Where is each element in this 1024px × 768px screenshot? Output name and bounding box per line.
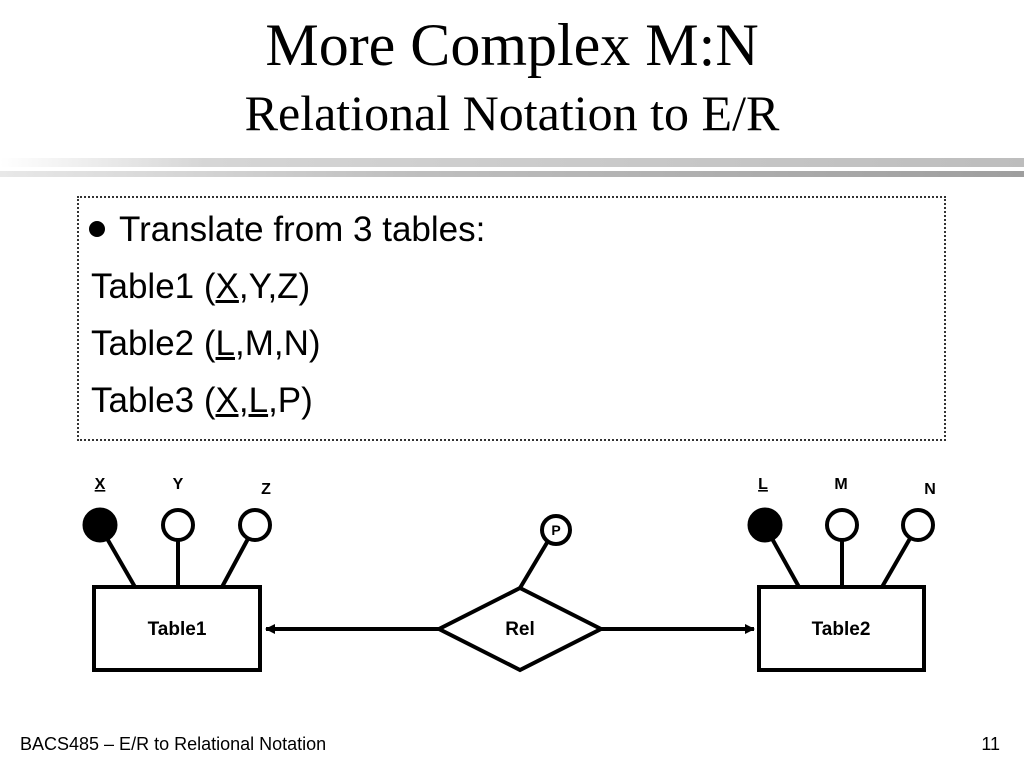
table2-rest: ,M,N) — [235, 324, 321, 363]
slide-title-line2: Relational Notation to E/R — [244, 85, 780, 141]
table1-name: Table1 — [91, 267, 195, 306]
table1-key: X — [215, 267, 239, 306]
attr-z-label: Z — [261, 481, 271, 498]
entity-table2-label: Table2 — [812, 619, 871, 640]
attr-n-connector — [880, 534, 914, 588]
attr-z-circle — [238, 508, 272, 542]
bullet-text: Translate from 3 tables: — [119, 210, 486, 249]
attr-l-label: L — [758, 476, 768, 493]
footer-course-label: BACS485 – E/R to Relational Notation — [20, 734, 327, 754]
attr-y-label: Y — [173, 476, 184, 493]
table2-definition: Table2 (L,M,N) — [91, 324, 321, 364]
attr-x-key-circle — [82, 507, 118, 543]
content-box: Translate from 3 tables: Table1 (X,Y,Z) … — [77, 196, 946, 441]
table3-definition: Table3 (X,L,P) — [91, 381, 313, 421]
relationship-diamond — [434, 585, 606, 673]
attr-p-connector — [518, 539, 550, 590]
table3-rest: ,P) — [268, 381, 313, 420]
entity-table1 — [92, 585, 262, 672]
table3-open: ( — [194, 381, 216, 420]
table3-name: Table3 — [91, 381, 195, 420]
table1-definition: Table1 (X,Y,Z) — [91, 267, 310, 307]
bullet-dot-icon — [89, 220, 105, 237]
slide-title-line1: More Complex M:N — [265, 12, 759, 78]
table3-key: X,L — [215, 381, 269, 420]
title-rule-top — [0, 158, 1024, 167]
footer-page-number: 11 — [981, 734, 1000, 754]
title-rule-bottom — [0, 171, 1024, 177]
attr-x-connector — [103, 534, 137, 588]
attr-x-label: X — [95, 476, 106, 493]
entity-table2 — [757, 585, 926, 672]
entity-table1-label: Table1 — [148, 619, 207, 640]
table2-open: ( — [194, 324, 216, 363]
bullet-item: Translate from 3 tables: — [89, 210, 485, 250]
relationship-label: Rel — [505, 619, 535, 640]
attr-m-label: M — [834, 476, 847, 493]
table1-open: ( — [194, 267, 216, 306]
table2-key: L — [215, 324, 235, 363]
attr-m-circle — [825, 508, 859, 542]
attr-l-connector — [768, 534, 801, 588]
attr-y-circle — [161, 508, 195, 542]
attr-l-key-circle — [747, 507, 783, 543]
attr-n-label: N — [924, 481, 936, 498]
attr-z-connector — [220, 534, 252, 588]
table2-name: Table2 — [91, 324, 195, 363]
attr-p-label: P — [551, 522, 560, 538]
attr-n-circle — [901, 508, 935, 542]
table1-rest: ,Y,Z) — [238, 267, 311, 306]
attr-p-circle — [540, 514, 572, 546]
